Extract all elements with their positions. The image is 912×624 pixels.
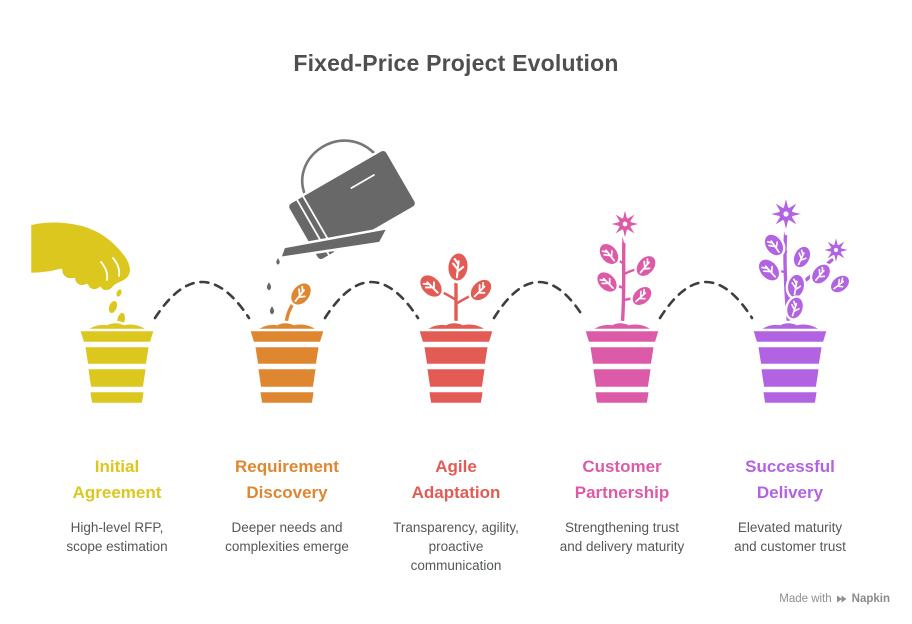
sprouting-pot-icon bbox=[247, 276, 327, 406]
stage-icon-initial-agreement bbox=[28, 220, 157, 406]
stage-caption-successful-delivery: Successful Delivery Elevated maturity an… bbox=[695, 454, 885, 556]
flower-icon bbox=[605, 204, 645, 244]
stage-icon-requirement-discovery bbox=[247, 276, 327, 406]
illustration bbox=[28, 139, 855, 406]
stage-label: Requirement Discovery bbox=[235, 457, 339, 502]
hand-sowing-icon bbox=[28, 220, 133, 293]
connector-arc-1 bbox=[153, 280, 251, 320]
page-title: Fixed-Price Project Evolution bbox=[293, 50, 619, 76]
stage-icon-successful-delivery bbox=[750, 192, 855, 406]
connector-arcs bbox=[153, 280, 754, 320]
stage-description: Elevated maturity and customer trust bbox=[734, 520, 846, 555]
connector-arc-4 bbox=[658, 280, 754, 320]
watermark-brand: Napkin bbox=[851, 593, 890, 605]
flower-icon bbox=[764, 192, 808, 236]
stage-caption-initial-agreement: Initial Agreement High-level RFP, scope … bbox=[22, 454, 212, 556]
connector-arc-3 bbox=[492, 280, 586, 320]
stage-icon-customer-partnership bbox=[582, 204, 663, 406]
stage-icon-agile-adaptation bbox=[412, 249, 499, 406]
water-drops-icon bbox=[264, 255, 282, 318]
connector-arc-2 bbox=[323, 280, 420, 320]
watering-can-handle bbox=[300, 139, 378, 200]
stage-description: High-level RFP, scope estimation bbox=[66, 520, 168, 555]
blooming-plant-pot-icon bbox=[750, 192, 855, 406]
napkin-logo-icon bbox=[836, 595, 847, 603]
stage-label: Successful Delivery bbox=[745, 457, 835, 502]
stage-caption-customer-partnership: Customer Partnership Strengthening trust… bbox=[527, 454, 717, 556]
flowering-plant-pot-icon bbox=[582, 204, 663, 406]
stage-caption-agile-adaptation: Agile Adaptation Transparency, agility, … bbox=[361, 454, 551, 575]
stage-label: Customer Partnership bbox=[574, 457, 670, 502]
napkin-watermark[interactable]: Made with Napkin bbox=[779, 593, 890, 605]
falling-seeds-icon bbox=[106, 286, 124, 316]
stage-description: Strengthening trust and delivery maturit… bbox=[559, 520, 685, 555]
stage-caption-requirement-discovery: Requirement Discovery Deeper needs and c… bbox=[192, 454, 382, 556]
flower-icon bbox=[818, 232, 854, 268]
stage-description: Deeper needs and complexities emerge bbox=[225, 520, 349, 555]
stage-description: Transparency, agility, proactive communi… bbox=[393, 520, 519, 574]
watermark-text: Made with bbox=[779, 593, 832, 605]
young-plant-pot-icon bbox=[412, 249, 499, 406]
stage-label: Initial Agreement bbox=[72, 457, 162, 502]
watering-can-icon bbox=[264, 139, 418, 318]
pot-icon bbox=[77, 310, 157, 406]
stage-label: Agile Adaptation bbox=[411, 457, 501, 502]
